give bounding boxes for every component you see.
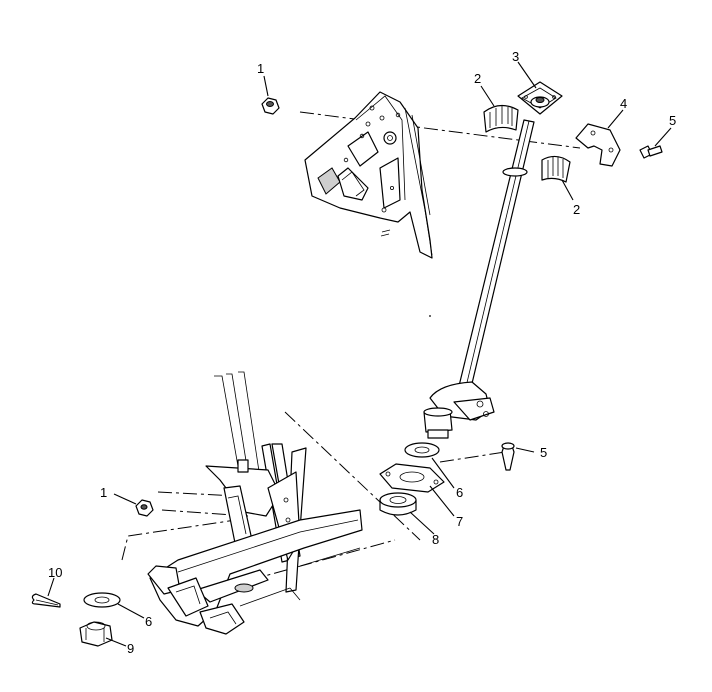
callout-labels: 1 1 2 2 3 4 5 5 6 6 7 8 9 10 bbox=[48, 49, 676, 656]
part-5-bolt-lower bbox=[501, 442, 515, 471]
callout-4: 4 bbox=[620, 96, 627, 111]
callout-9: 9 bbox=[127, 641, 134, 656]
callout-5-upper: 5 bbox=[669, 113, 676, 128]
part-1-nut-lower bbox=[135, 499, 154, 517]
upper-mounting-bracket bbox=[304, 91, 433, 259]
part-5-bolt-upper bbox=[639, 145, 663, 159]
callout-3: 3 bbox=[512, 49, 519, 64]
part-4-clamp-bracket bbox=[575, 123, 621, 167]
stray-dot bbox=[429, 315, 431, 317]
part-7-flange-plate bbox=[379, 463, 445, 493]
lower-frame-assembly bbox=[147, 371, 363, 635]
callout-10: 10 bbox=[48, 565, 62, 580]
part-2-bushing-half-upper bbox=[483, 104, 519, 133]
callout-2-lower: 2 bbox=[573, 202, 580, 217]
part-6-washer-upper bbox=[404, 442, 440, 458]
part-9-castle-nut bbox=[79, 621, 113, 647]
part-1-nut-upper bbox=[261, 97, 280, 115]
part-2-bushing-half-lower bbox=[541, 155, 571, 183]
callout-leaders bbox=[47, 61, 672, 647]
callout-2-upper: 2 bbox=[474, 71, 481, 86]
callout-5-lower: 5 bbox=[540, 445, 547, 460]
part-10-cotter-pin bbox=[31, 593, 61, 608]
part-6-washer-lower bbox=[83, 592, 121, 608]
callout-6-upper: 6 bbox=[456, 485, 463, 500]
steering-post bbox=[423, 81, 563, 439]
callout-7: 7 bbox=[456, 514, 463, 529]
alignment-lines bbox=[121, 111, 581, 581]
part-8-bushing bbox=[379, 492, 417, 516]
callout-8: 8 bbox=[432, 532, 439, 547]
callout-6-lower: 6 bbox=[145, 614, 152, 629]
callout-1-lower: 1 bbox=[100, 485, 107, 500]
callout-1-upper: 1 bbox=[257, 61, 264, 76]
